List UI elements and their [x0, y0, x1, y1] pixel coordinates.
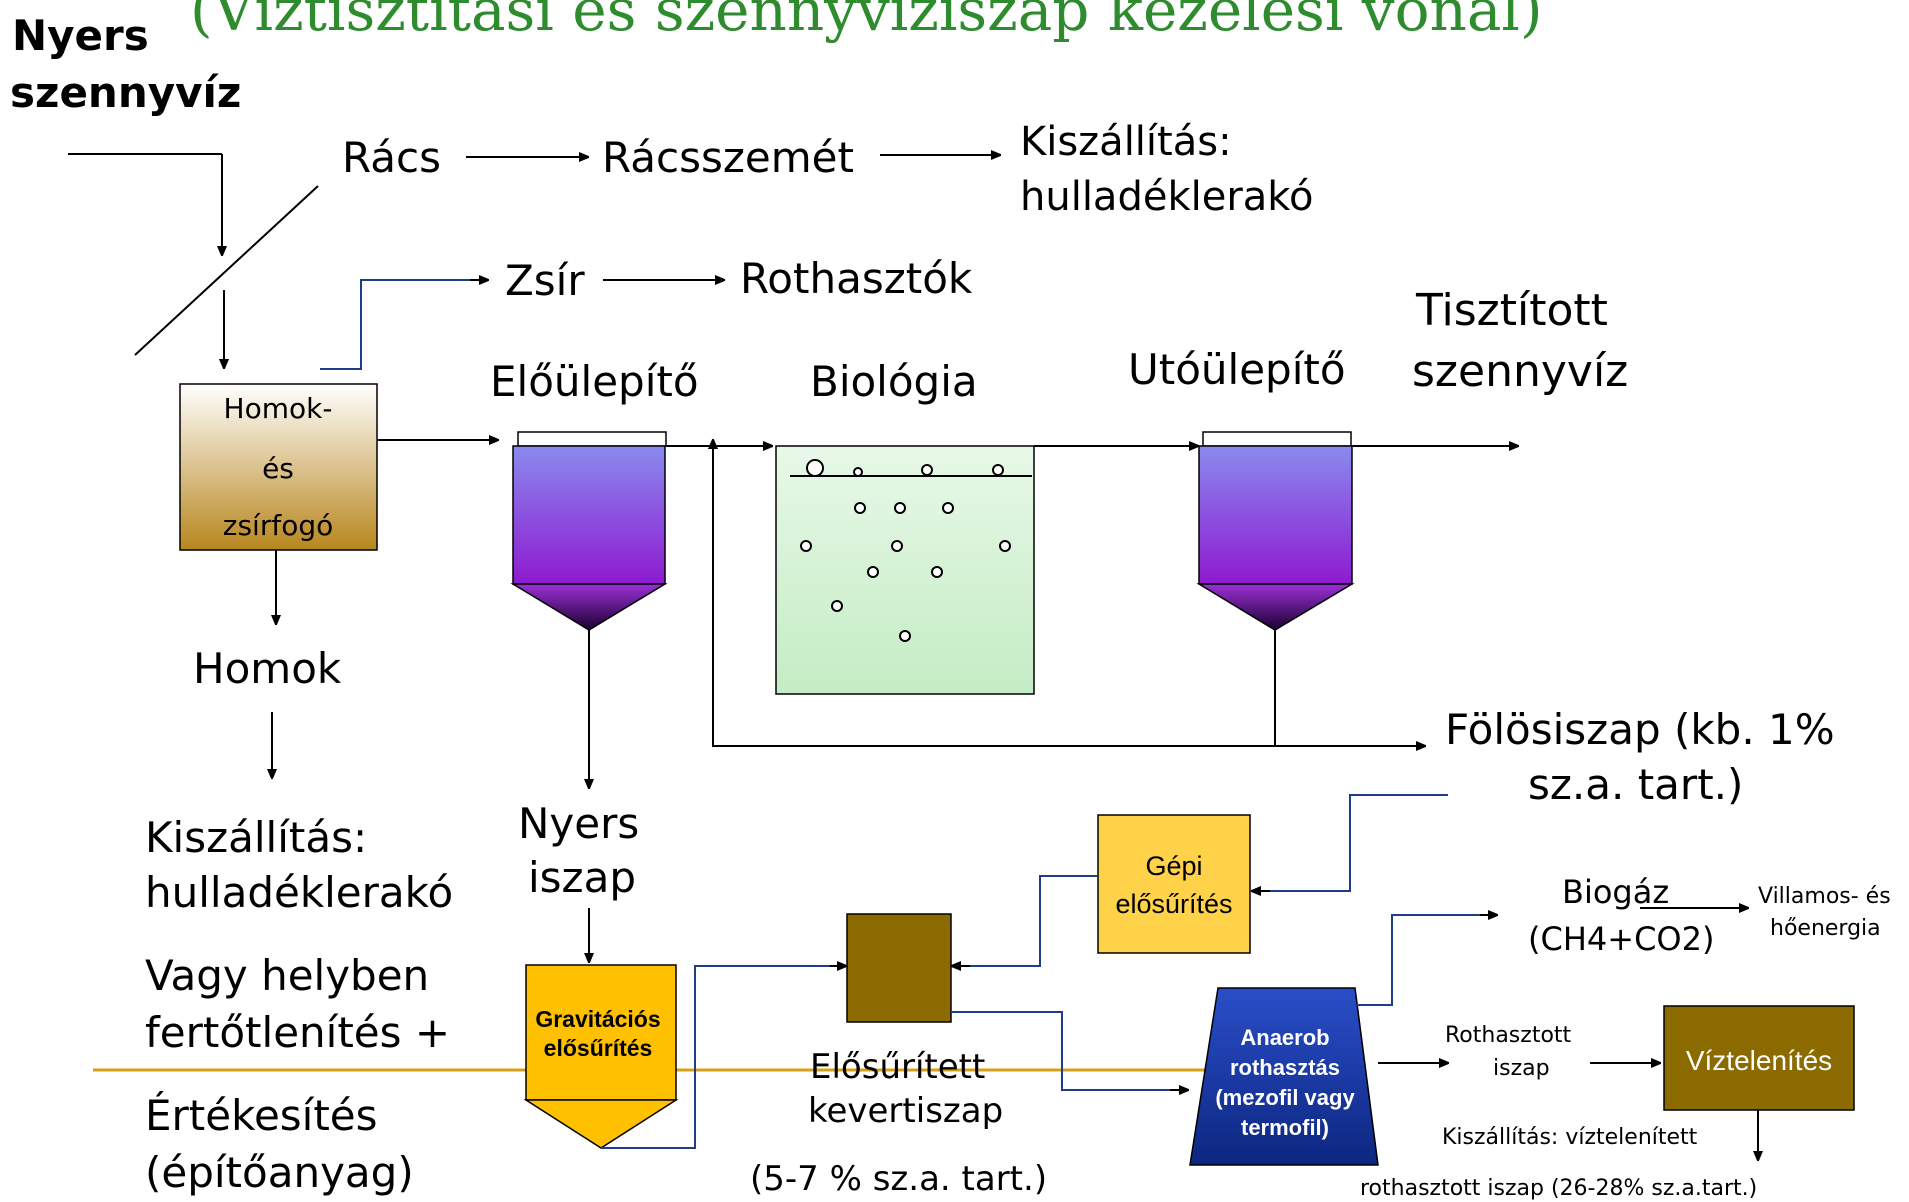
secondary-clarifier-label: Utóülepítő — [1128, 345, 1346, 394]
grease-label: Zsír — [505, 256, 585, 305]
primary-clarifier — [512, 445, 666, 585]
diagram-title: (Víztisztítási és szennyvíziszap kezelés… — [190, 0, 1543, 44]
secondary-clarifier-cone — [1196, 583, 1355, 631]
treated-wastewater-label-2: szennyvíz — [1412, 346, 1628, 397]
transport-landfill-2-label-1: Kiszállítás: — [145, 813, 367, 862]
or-local-label-1: Vagy helyben — [145, 951, 429, 1000]
grease-blue-line — [320, 279, 480, 370]
utilization-label-2: (építőanyag) — [145, 1148, 414, 1197]
sand-trap-label-3: zsírfogó — [223, 509, 333, 542]
digester-label-3: (mezofil vagy — [1215, 1085, 1355, 1110]
utilization-label-1: Értékesítés — [145, 1090, 378, 1140]
digesters-label: Rothasztók — [740, 254, 973, 303]
digester-to-biogas-line — [1355, 914, 1490, 1006]
mixer-to-digester-line — [951, 1011, 1180, 1091]
digested-sludge-label-2: iszap — [1493, 1056, 1550, 1081]
raw-wastewater-label-1: Nyers — [12, 11, 149, 60]
transport-dewatered-label-2: rothasztott iszap (26-28% sz.a.tart.) — [1360, 1176, 1757, 1201]
grate-line — [134, 185, 319, 356]
mechanical-thickening-label-2: elősűrítés — [1115, 889, 1232, 919]
sand-grease-trap — [179, 383, 378, 551]
raw-wastewater-label-2: szennyvíz — [10, 68, 241, 117]
biology-label: Biológia — [810, 357, 978, 406]
anaerobic-digester — [1189, 987, 1379, 1166]
transport-dewatered-label-1: Kiszállítás: víztelenített — [1442, 1125, 1698, 1150]
gravity-to-mixer-line — [601, 965, 840, 1149]
gravity-thickener — [525, 964, 677, 1101]
sand-label: Homok — [193, 644, 342, 693]
energy-label-1: Villamos- és — [1758, 884, 1891, 909]
raw-sludge-label-2: iszap — [528, 853, 636, 902]
digester-label-2: rothasztás — [1230, 1055, 1340, 1080]
grate-label: Rács — [342, 133, 441, 182]
sludge-mixer — [846, 913, 952, 1023]
mechanical-thickening-label-1: Gépi — [1145, 851, 1202, 881]
biology-tank — [775, 445, 1035, 695]
mechanical-thickening — [1097, 814, 1251, 954]
dewatering-label: Víztelenítés — [1686, 1045, 1832, 1076]
screenings-label: Rácsszemét — [602, 133, 854, 182]
secondary-clarifier-rim — [1202, 431, 1352, 447]
secondary-clarifier — [1198, 445, 1353, 585]
transport-landfill-2-label-2: hulladéklerakó — [145, 868, 453, 917]
aeration-bubbles — [800, 459, 1011, 642]
mixed-sludge-label-2: kevertiszap — [808, 1091, 1003, 1131]
mixed-sludge-label-1: Elősűrített — [810, 1047, 985, 1087]
biogas-label-2: (CH4+CO2) — [1528, 920, 1714, 958]
gravity-thickening-label-2: elősűrítés — [544, 1035, 653, 1061]
dewatering — [1663, 1005, 1855, 1111]
treated-wastewater-label-1: Tisztított — [1415, 285, 1608, 336]
raw-sludge-label-1: Nyers — [518, 799, 639, 848]
sand-trap-label-1: Homok- — [224, 392, 333, 425]
gravity-thickening-label-1: Gravitációs — [535, 1006, 660, 1032]
excess-sludge-label-1: Fölösiszap (kb. 1% — [1445, 705, 1835, 754]
mixed-sludge-label-3: (5-7 % sz.a. tart.) — [750, 1159, 1047, 1199]
digested-sludge-label-1: Rothasztott — [1445, 1023, 1572, 1048]
digester-label-4: termofil) — [1241, 1115, 1329, 1140]
gravity-thickener-cone — [523, 1099, 679, 1149]
sand-trap-label-2: és — [262, 452, 294, 485]
energy-label-2: hőenergia — [1770, 916, 1881, 941]
excess-to-mechanical-line — [1260, 794, 1448, 892]
mechanical-to-mixer-line — [960, 875, 1098, 967]
transport-landfill-label-1: Kiszállítás: — [1020, 119, 1232, 165]
return-sludge-line — [713, 440, 1275, 747]
excess-sludge-label-2: sz.a. tart.) — [1528, 760, 1743, 809]
primary-clarifier-label: Előülepítő — [490, 357, 699, 406]
transport-landfill-label-2: hulladéklerakó — [1020, 174, 1314, 220]
or-local-label-2: fertőtlenítés + — [145, 1008, 450, 1057]
primary-clarifier-cone — [510, 583, 668, 631]
digester-label-1: Anaerob — [1240, 1025, 1329, 1050]
biogas-label-1: Biogáz — [1562, 873, 1669, 911]
primary-clarifier-rim — [517, 431, 667, 447]
